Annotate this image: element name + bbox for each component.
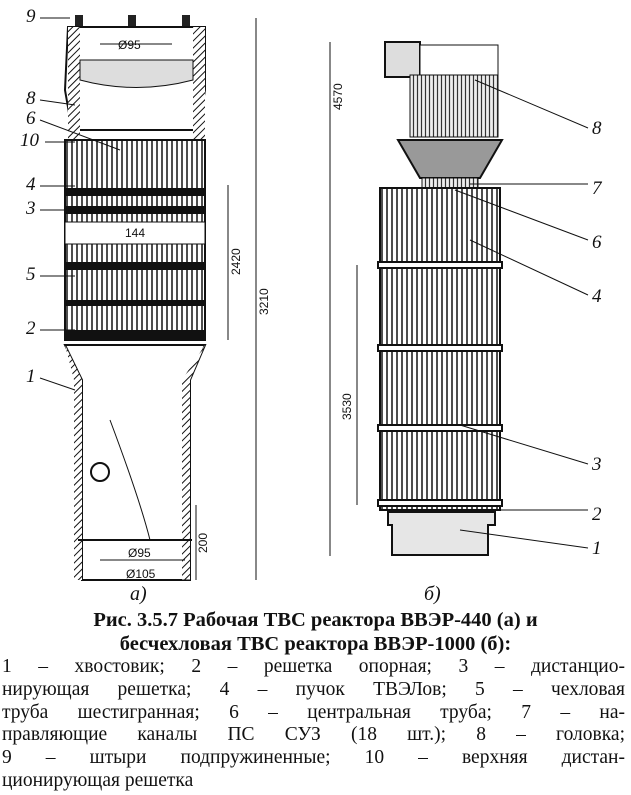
fuel-assembly-drawing: 9 8 6 10 4 3 5 2 1 Ø95 144 2420 3210 200… — [20, 6, 603, 605]
caption-title-line-1: Рис. 3.5.7 Рабочая ТВС реактора ВВЭР-440… — [93, 609, 538, 631]
legend-line: нирующая решетка; 4 – пучок ТВЭЛов; 5 – … — [2, 678, 625, 700]
figure-caption: Рис. 3.5.7 Рабочая ТВС реактора ВВЭР-440… — [0, 608, 631, 793]
sublabel-b: б) — [424, 583, 441, 605]
callout-10: 10 — [20, 130, 40, 151]
vver440-callouts: 9 8 6 10 4 3 5 2 1 — [20, 6, 121, 391]
callout-9: 9 — [26, 6, 36, 27]
legend-line: труба шестигранная; 6 – центральная труб… — [2, 701, 625, 723]
callout-1: 1 — [26, 366, 36, 387]
callout-7: 7 — [592, 178, 603, 199]
legend-line: 1 – хвостовик; 2 – решетка опорная; 3 – … — [2, 656, 625, 677]
vver1000-callouts: 8 7 6 4 3 2 1 — [454, 79, 603, 559]
callout-6: 6 — [26, 108, 36, 129]
callout-8: 8 — [592, 118, 602, 139]
dim-total-height: 3210 — [257, 288, 271, 315]
dim-tail-inner-diameter: Ø95 — [128, 546, 151, 560]
callout-8: 8 — [26, 88, 36, 109]
dim-head-diameter: Ø95 — [118, 38, 141, 52]
vver1000-dimensions: 4570 3530 б) — [329, 42, 441, 605]
callout-4: 4 — [592, 286, 602, 307]
caption-title-line-2: бесчехловая ТВС реактора ВВЭР-1000 (б): — [119, 633, 512, 655]
callout-4: 4 — [26, 174, 36, 195]
legend-line: ционирующая решетка — [2, 769, 194, 791]
dim-bundle-height: 2420 — [229, 248, 243, 275]
legend-line: 9 – штыри подпружиненные; 10 – верхняя д… — [2, 747, 625, 769]
dim-total-height: 4570 — [331, 83, 345, 110]
callout-1: 1 — [592, 538, 602, 559]
callout-2: 2 — [26, 318, 36, 339]
dim-tail-length: 200 — [196, 533, 210, 553]
vver1000-assembly — [377, 41, 504, 556]
callout-3: 3 — [591, 454, 602, 475]
callout-6: 6 — [592, 232, 602, 253]
sublabel-a: а) — [130, 583, 147, 605]
callout-2: 2 — [592, 504, 602, 525]
dim-bundle-height: 3530 — [340, 393, 354, 420]
callout-5: 5 — [26, 264, 36, 285]
legend-line: правляющие каналы ПС СУЗ (18 шт.); 8 – г… — [2, 724, 625, 746]
vver440-dimensions: Ø95 144 2420 3210 200 Ø95 Ø105 а) — [95, 18, 271, 605]
dim-tail-outer-diameter: Ø105 — [126, 567, 156, 581]
callout-3: 3 — [25, 198, 36, 219]
vver440-assembly — [63, 15, 207, 581]
dim-flat-width: 144 — [125, 226, 145, 240]
